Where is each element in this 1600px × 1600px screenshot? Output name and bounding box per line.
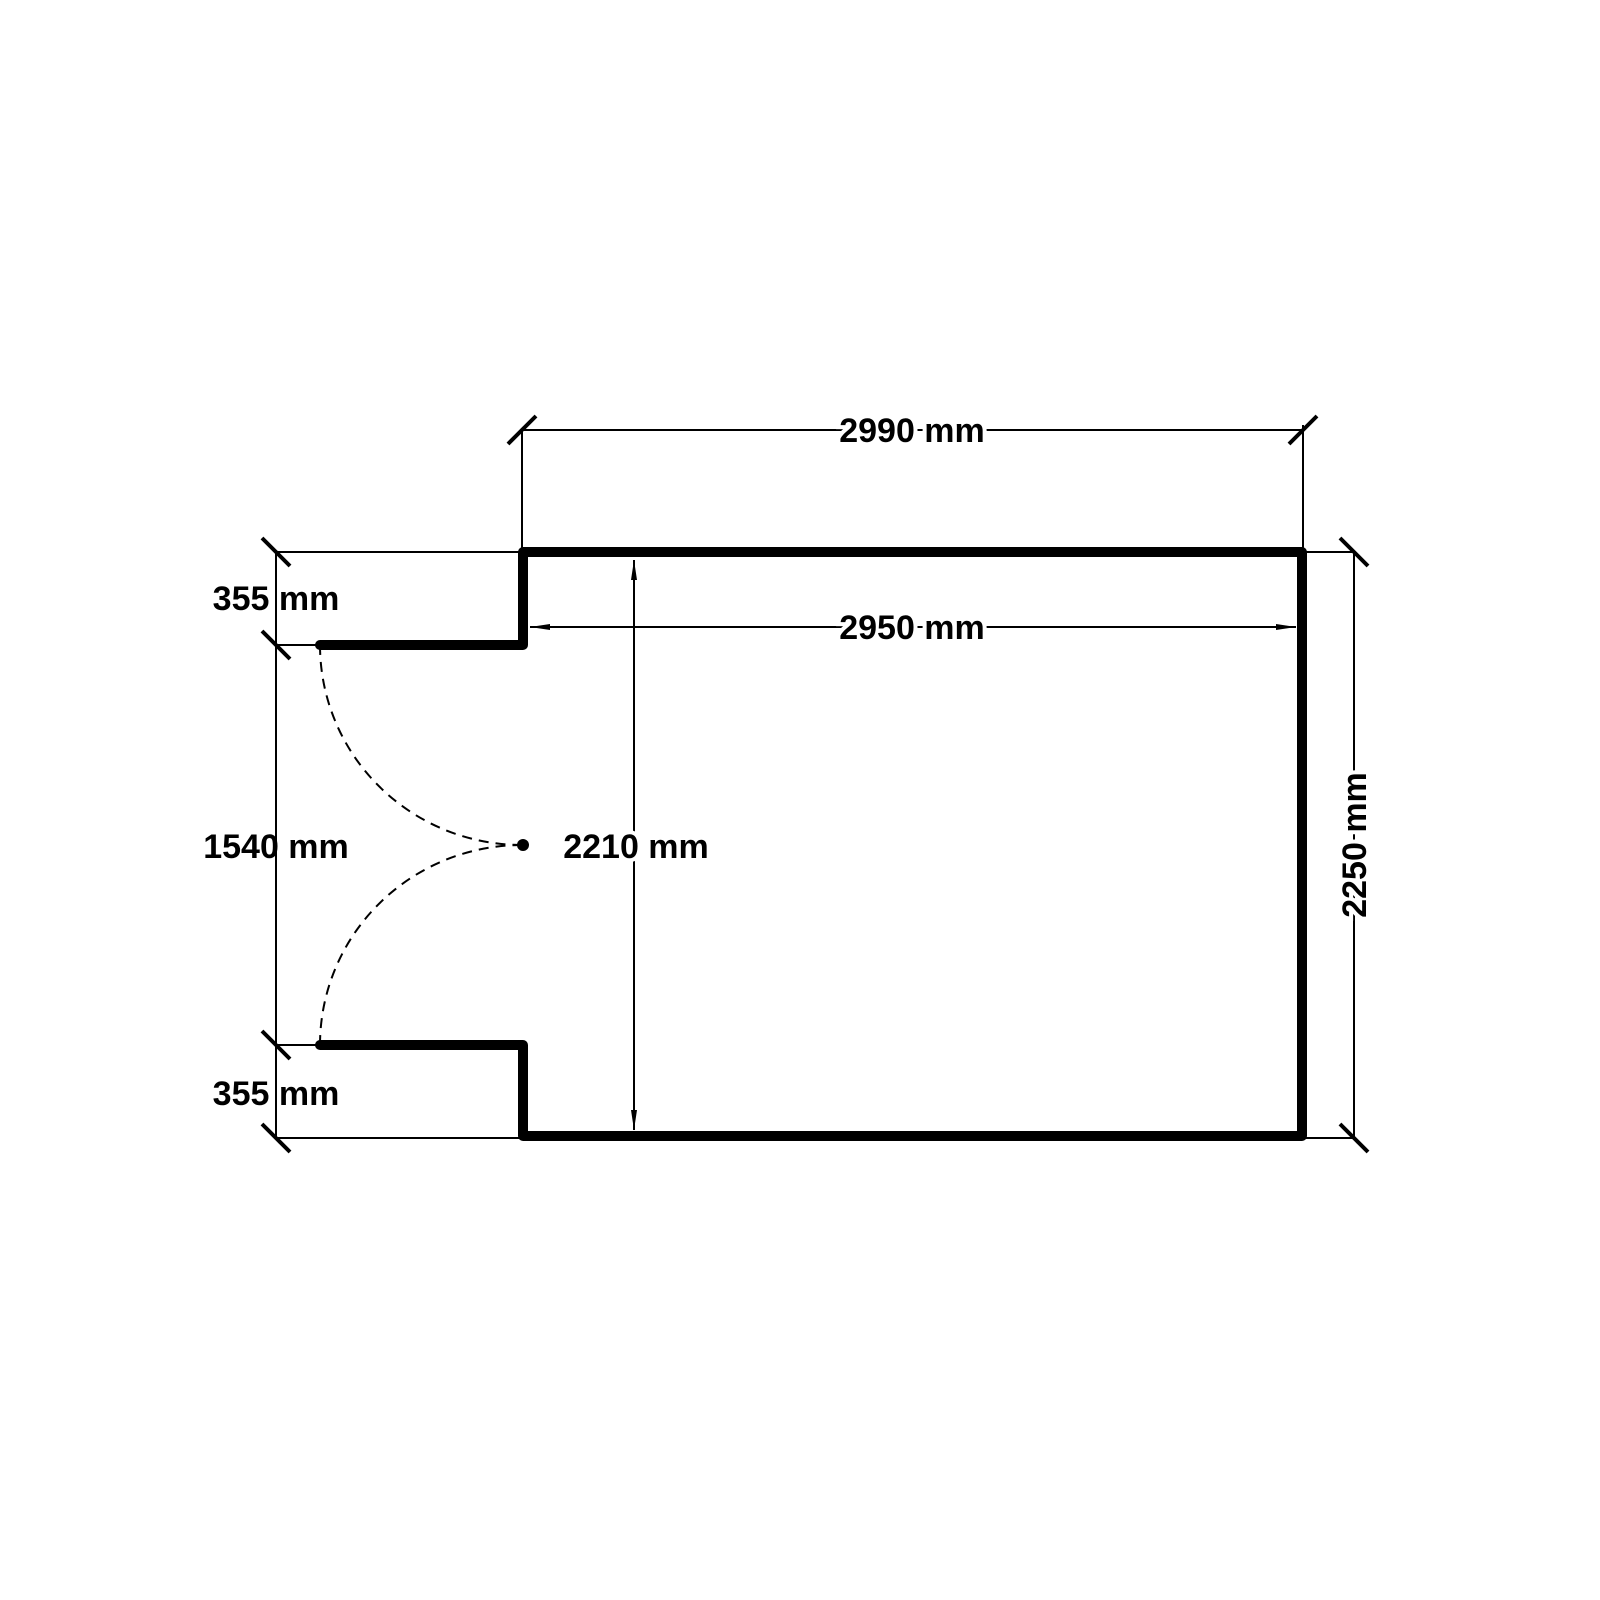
dimension-label-top: 2990 mm — [839, 412, 985, 450]
dimension-label-top-stub: 355 mm — [213, 580, 340, 618]
dimension-label-bottom-stub: 355 mm — [213, 1075, 340, 1113]
door-swing-upper — [319, 644, 523, 846]
dimension-label-door-opening: 1540 mm — [203, 828, 349, 866]
dimension-label-inner-height: 2210 mm — [563, 828, 709, 866]
dimension-left — [260, 536, 520, 1154]
door-hinge-point — [517, 839, 529, 851]
wall-outline — [315, 547, 1307, 1141]
dimension-label-right: 2250 mm — [1336, 772, 1374, 918]
dimension-label-inner-width: 2950 mm — [839, 609, 985, 647]
dimension-top — [506, 414, 1319, 552]
door-swing-lower — [319, 844, 523, 1046]
dimension-right — [1303, 536, 1370, 1154]
